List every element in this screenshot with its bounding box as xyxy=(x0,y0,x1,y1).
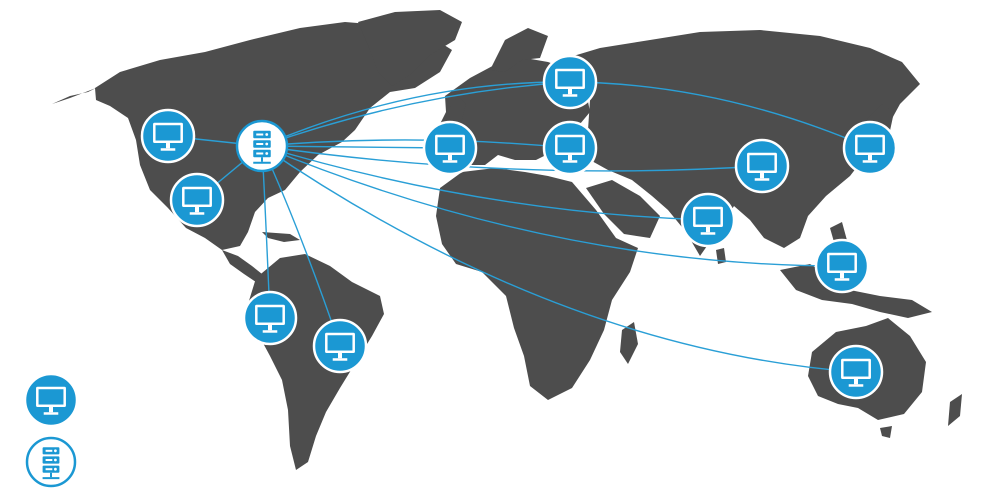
client-node-na-west[interactable] xyxy=(140,108,196,164)
asia xyxy=(560,30,920,256)
client-node-europe-east[interactable] xyxy=(542,120,598,176)
monitor-icon xyxy=(255,304,285,333)
central-america xyxy=(222,250,262,282)
monitor-icon xyxy=(325,332,355,361)
monitor-icon xyxy=(855,134,885,163)
monitor-icon xyxy=(693,206,723,235)
client-node-southeast-asia[interactable] xyxy=(814,238,870,294)
client-nodes xyxy=(140,54,898,400)
monitor-icon xyxy=(182,186,212,215)
network-link xyxy=(261,145,857,373)
server-rack-icon xyxy=(42,447,60,480)
legend: Users (Clients) Web Server xyxy=(23,372,210,488)
legend-client-icon xyxy=(23,372,79,428)
greenland xyxy=(358,10,462,86)
monitor-icon xyxy=(435,134,465,163)
new-zealand xyxy=(948,394,962,426)
legend-server-icon xyxy=(25,436,77,488)
client-node-asia-central[interactable] xyxy=(734,138,790,194)
network-link xyxy=(261,81,571,147)
legend-server-label: Web Server xyxy=(98,454,188,473)
monitor-icon xyxy=(555,68,585,97)
arabia xyxy=(586,180,660,238)
africa xyxy=(436,168,638,400)
madagascar xyxy=(620,322,638,364)
client-node-sa-north[interactable] xyxy=(242,290,298,346)
client-node-na-south[interactable] xyxy=(169,172,225,228)
network-link xyxy=(261,139,571,149)
tasmania xyxy=(880,426,892,438)
monitor-icon xyxy=(555,134,585,163)
network-link xyxy=(261,145,709,221)
network-link xyxy=(261,145,763,172)
monitor-icon xyxy=(36,386,66,415)
server-rack-icon xyxy=(253,130,271,164)
network-link xyxy=(261,145,843,267)
client-node-sa-east[interactable] xyxy=(312,318,368,374)
client-node-asia-east[interactable] xyxy=(842,120,898,176)
client-node-india[interactable] xyxy=(680,192,736,248)
caribbean xyxy=(262,232,300,242)
legend-monitor[interactable] xyxy=(23,372,79,428)
network-links xyxy=(167,81,871,373)
client-node-europe-west[interactable] xyxy=(422,120,478,176)
monitor-icon xyxy=(841,358,871,387)
client-node-australia[interactable] xyxy=(828,344,884,400)
alaska xyxy=(52,88,96,104)
british-isles xyxy=(448,96,466,124)
monitor-icon xyxy=(153,122,183,151)
scandinavia xyxy=(490,28,548,72)
client-node-europe-north[interactable] xyxy=(542,54,598,110)
monitor-icon xyxy=(827,252,857,281)
server-node[interactable] xyxy=(235,119,289,173)
legend-client-label: Users (Clients) xyxy=(98,391,210,410)
monitor-icon xyxy=(747,152,777,181)
